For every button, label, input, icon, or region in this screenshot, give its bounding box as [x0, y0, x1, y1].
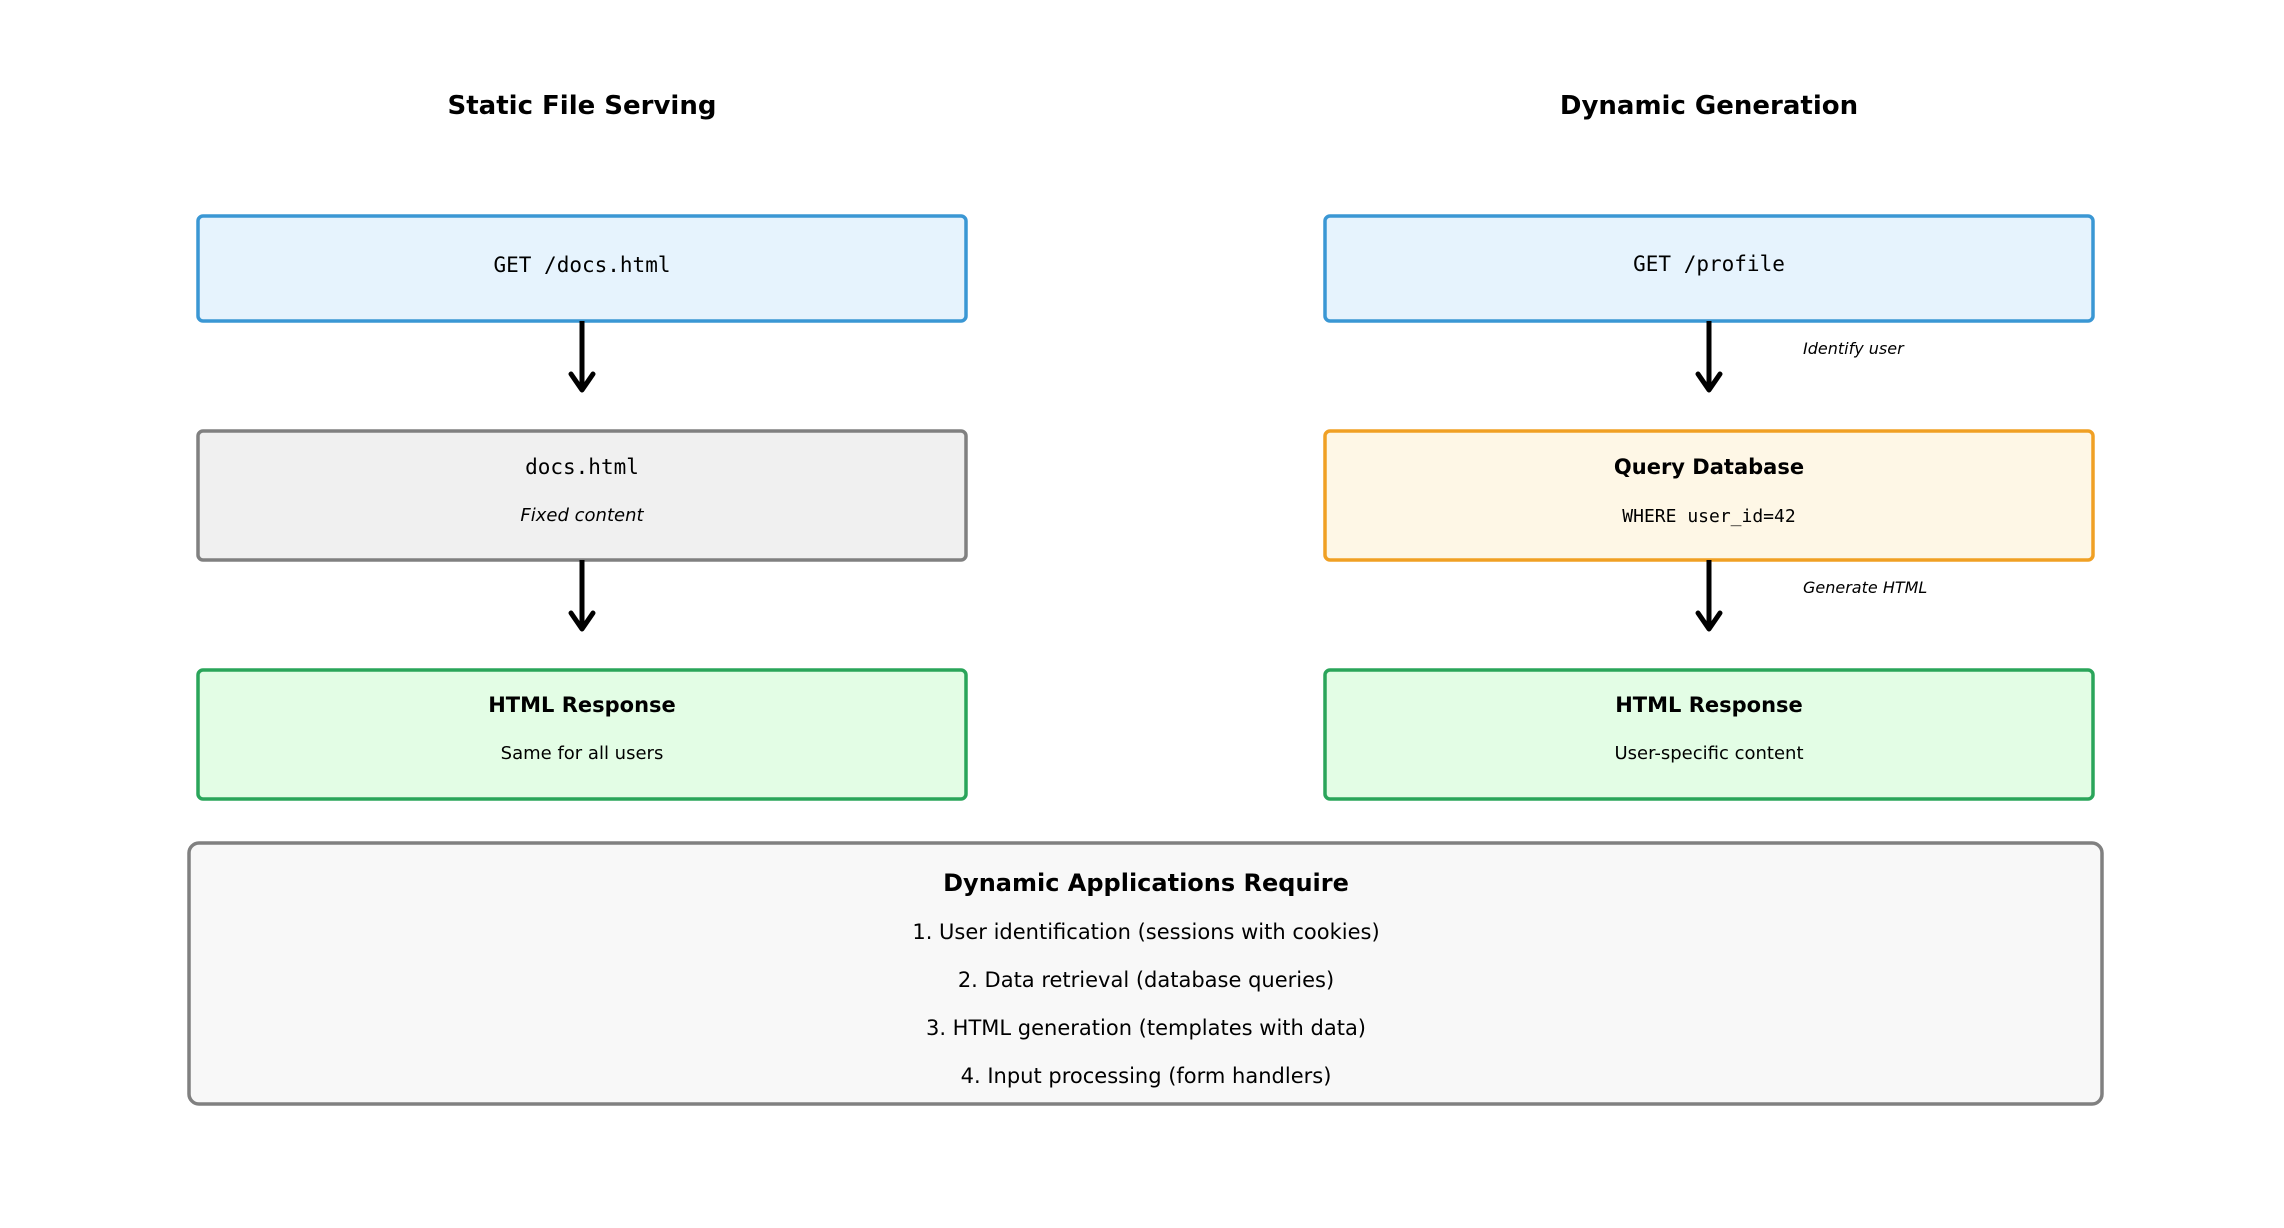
dynamic-response-note: User-specific content: [1614, 743, 1803, 764]
dynamic-response-box: [1323, 668, 2095, 801]
static-file-box: [196, 429, 968, 562]
dynamic-edge-label-2: Generate HTML: [1803, 578, 1927, 597]
static-response-note: Same for all users: [501, 743, 664, 764]
static-file-name: docs.html: [525, 455, 639, 479]
summary-item: 1. User identification (sessions with co…: [912, 920, 1379, 944]
static-arrow-1: [568, 321, 596, 393]
dynamic-db-query: WHERE user_id=42: [1622, 506, 1795, 527]
summary-title: Dynamic Applications Require: [943, 869, 1349, 897]
dynamic-arrow-1: [1695, 321, 1723, 393]
dynamic-heading: Dynamic Generation: [1560, 91, 1858, 121]
dynamic-db-box: [1323, 429, 2095, 562]
static-file-note: Fixed content: [520, 505, 644, 526]
static-response-title: HTML Response: [488, 693, 676, 717]
summary-box: [187, 841, 2104, 1106]
dynamic-response-title: HTML Response: [1615, 693, 1803, 717]
dynamic-arrow-2: [1695, 560, 1723, 632]
static-request-label: GET /docs.html: [493, 253, 670, 277]
summary-item: 3. HTML generation (templates with data): [926, 1016, 1366, 1040]
summary-item: 4. Input processing (form handlers): [961, 1064, 1332, 1088]
static-heading: Static File Serving: [448, 91, 717, 121]
dynamic-edge-label-1: Identify user: [1803, 339, 1905, 358]
summary-item: 2. Data retrieval (database queries): [958, 968, 1334, 992]
static-response-box: [196, 668, 968, 801]
dynamic-request-label: GET /profile: [1633, 252, 1785, 276]
static-arrow-2: [568, 560, 596, 632]
dynamic-db-title: Query Database: [1614, 455, 1804, 479]
